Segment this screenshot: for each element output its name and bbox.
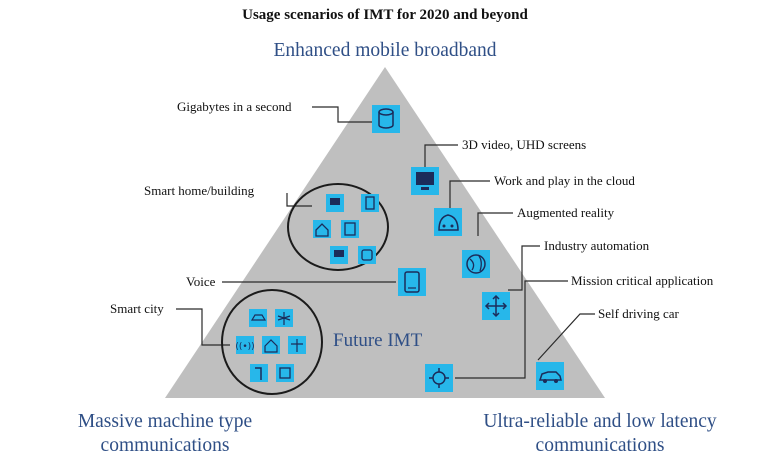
label-smart-home: Smart home/building <box>144 183 255 198</box>
car-icon <box>536 362 564 390</box>
mission-crosshair-icon <box>425 364 453 392</box>
label-industry: Industry automation <box>544 238 650 253</box>
corner-left-line1: Massive machine type <box>77 411 253 432</box>
monitor-icon <box>411 167 439 195</box>
tablet-icon <box>398 268 426 296</box>
industry-arrows-icon <box>482 292 510 320</box>
smart-city-ellipse <box>221 289 323 395</box>
label-ar: Augmented reality <box>517 205 615 220</box>
smart-home-ellipse <box>287 183 389 271</box>
smart-home-icons <box>313 194 379 264</box>
label-voice: Voice <box>186 274 216 289</box>
label-gigabytes: Gigabytes in a second <box>177 99 292 114</box>
corner-right-line2: communications <box>535 435 665 456</box>
center-label: Future IMT <box>333 330 423 351</box>
database-icon <box>372 105 400 133</box>
leader-lines <box>176 106 595 379</box>
corner-left-line2: communications <box>100 435 230 456</box>
corner-right-line1: Ultra-reliable and low latency <box>483 411 717 432</box>
svg-text:((•)): ((•)) <box>235 342 254 352</box>
diagram-title: Usage scenarios of IMT for 2020 and beyo… <box>242 7 528 23</box>
label-cloud: Work and play in the cloud <box>494 173 635 188</box>
cloud-gamepad-icon <box>434 208 462 236</box>
globe-icon <box>462 250 490 278</box>
label-smart-city: Smart city <box>110 301 164 316</box>
smart-city-icons: ((•)) <box>235 309 306 382</box>
label-video: 3D video, UHD screens <box>462 137 587 152</box>
corner-right-label: Ultra-reliable and low latency communica… <box>450 410 750 458</box>
label-mission: Mission critical application <box>571 273 714 288</box>
corner-left-label: Massive machine type communications <box>30 410 300 458</box>
corner-top-label: Enhanced mobile broadband <box>273 40 497 61</box>
label-car: Self driving car <box>598 306 679 321</box>
